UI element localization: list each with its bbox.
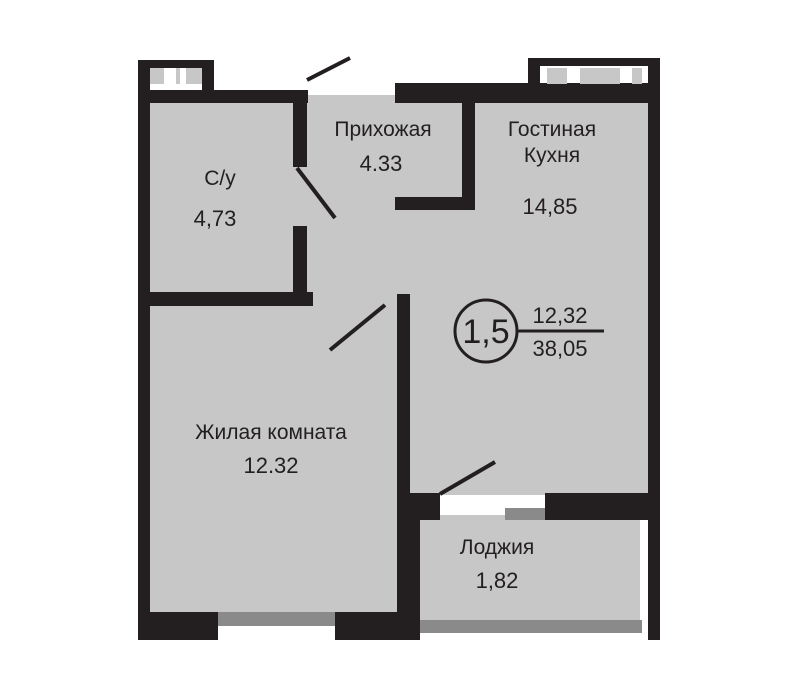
living-area-total: 12,32 <box>532 303 588 328</box>
living-kitchen-name-1: Гостиная <box>507 118 597 141</box>
hallway-name: Прихожая <box>334 118 432 141</box>
entrance-door <box>306 56 351 82</box>
bathroom-door <box>295 166 337 220</box>
living-kitchen-name-2: Кухня <box>523 144 581 167</box>
bedroom-door <box>328 303 387 352</box>
loggia-name: Лоджия <box>459 536 535 559</box>
bathroom-area: 4,73 <box>193 206 237 231</box>
rooms-count: 1,5 <box>462 313 510 351</box>
door-swings <box>295 56 497 496</box>
hallway-area: 4.33 <box>359 151 403 176</box>
bedroom-name: Жилая комната <box>195 421 347 444</box>
floors <box>150 95 650 623</box>
window-frames <box>150 68 642 84</box>
total-area: 38,05 <box>532 336 588 361</box>
windows <box>218 508 642 633</box>
living-kitchen-area: 14,85 <box>522 194 578 219</box>
loggia-area: 1,82 <box>475 568 519 593</box>
bathroom-name: С/у <box>204 167 236 190</box>
bedroom-area: 12.32 <box>243 453 299 478</box>
walls <box>138 58 660 640</box>
loggia-door <box>438 460 497 496</box>
